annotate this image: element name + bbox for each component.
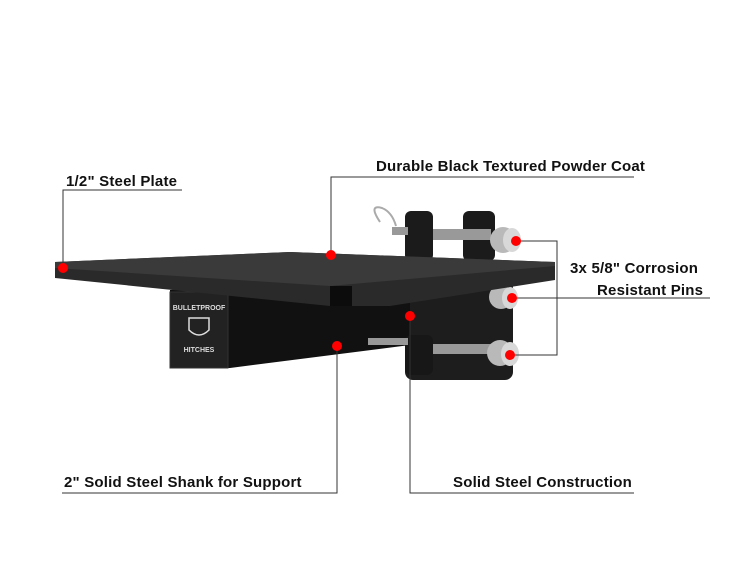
label-powder-coat: Durable Black Textured Powder Coat (376, 158, 646, 175)
callout-dots (58, 236, 521, 360)
label-pins-line2: Resistant Pins (597, 282, 704, 299)
svg-text:HITCHES: HITCHES (184, 347, 215, 354)
label-steel-plate: 1/2" Steel Plate (66, 173, 178, 190)
upper-pin-bracket (373, 206, 521, 261)
leader-lines (62, 176, 710, 494)
callout-dot (332, 341, 342, 351)
label-pins-line1: 3x 5/8" Corrosion (570, 260, 699, 277)
shank-end (169, 291, 229, 369)
callout-dot (507, 293, 517, 303)
callout-dot (511, 236, 521, 246)
callout-dot (58, 263, 68, 273)
svg-text:BULLETPROOF: BULLETPROOF (173, 305, 226, 312)
callout-dot (326, 250, 336, 260)
callout-dot (405, 311, 415, 321)
callout-dot (505, 350, 515, 360)
label-construction: Solid Steel Construction (453, 474, 632, 491)
brand-logo: BULLETPROOF HITCHES (173, 305, 226, 354)
label-shank: 2" Solid Steel Shank for Support (64, 474, 302, 491)
